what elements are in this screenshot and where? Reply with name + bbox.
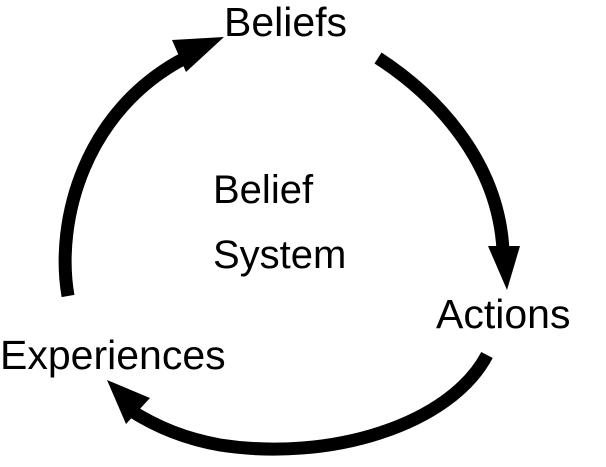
arc-experiences-to-beliefs [58,52,189,298]
arc-beliefs-to-actions [374,52,510,251]
node-label-actions: Actions [436,291,570,337]
center-label-line2: System [213,233,346,277]
arrow-experiences-to-beliefs [58,37,224,298]
arrowhead-experiences [107,380,150,424]
arrowhead-actions [488,246,520,290]
node-label-experiences: Experiences [0,332,226,378]
arrow-beliefs-to-actions [374,52,520,290]
node-label-beliefs: Beliefs [224,0,347,45]
arrow-actions-to-experiences [107,351,493,456]
arrowhead-beliefs [172,37,224,72]
arc-actions-to-experiences [126,351,493,456]
center-label-line1: Belief [213,168,314,212]
